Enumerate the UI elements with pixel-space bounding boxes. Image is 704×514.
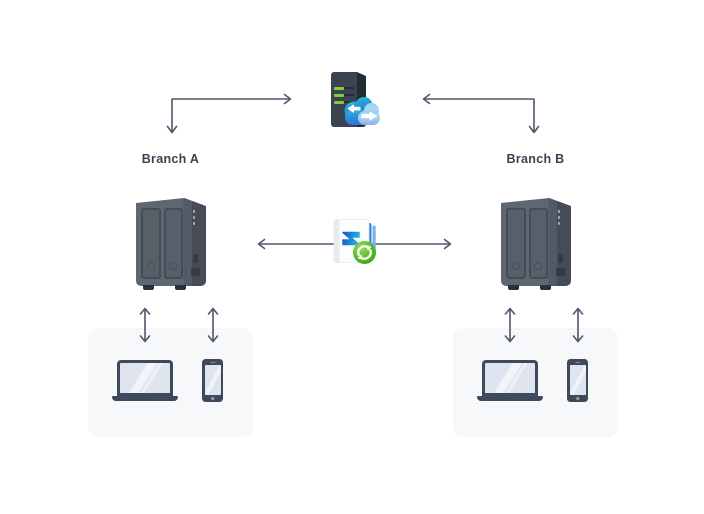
server-led	[334, 93, 344, 97]
phone-screen	[569, 365, 586, 395]
nas-leds	[557, 210, 560, 225]
laptop-base	[477, 396, 543, 401]
laptop-screen	[117, 360, 173, 396]
nas-leds	[192, 210, 195, 225]
nas-body	[501, 198, 571, 286]
server-slot	[334, 94, 354, 96]
drive-bay	[506, 208, 526, 279]
laptop-icon	[477, 360, 543, 401]
server-led	[334, 100, 344, 104]
nas-body	[136, 198, 206, 286]
branch-a-label: Branch A	[141, 152, 200, 166]
nas-foot	[143, 285, 154, 290]
sync-arrows	[357, 245, 372, 260]
usb-port-icon	[193, 254, 198, 263]
laptop-icon	[112, 360, 178, 401]
usb-port-icon	[558, 254, 563, 263]
smartphone-icon	[202, 359, 223, 402]
phone-screen	[204, 365, 221, 395]
branch-a-group: Branch A	[88, 140, 253, 450]
nas-foot	[540, 285, 551, 290]
server-slot	[334, 101, 354, 103]
branch-b-group: Branch B	[453, 140, 618, 450]
drive-bay	[528, 208, 548, 279]
usb-port-icon	[556, 268, 565, 276]
nas-foot	[175, 285, 186, 290]
laptop-base	[112, 396, 178, 401]
server-led	[334, 86, 344, 90]
arrow-branch-b-to-cloud	[422, 93, 540, 134]
nas-2bay-icon	[136, 198, 206, 290]
cloud-sync-icon	[344, 97, 380, 125]
server-slot	[334, 87, 354, 89]
arrow-branch-a-to-cloud	[166, 93, 292, 134]
smartphone-icon	[567, 359, 588, 402]
cloud-server-icon	[331, 72, 383, 130]
nas-drive-bays	[506, 208, 548, 279]
branch-b-label: Branch B	[506, 152, 565, 166]
drive-bay	[141, 208, 161, 279]
drive-bay	[163, 208, 183, 279]
laptop-screen	[482, 360, 538, 396]
drive-sharesync-icon	[333, 219, 376, 264]
nas-drive-bays	[141, 208, 183, 279]
nas-foot	[508, 285, 519, 290]
nas-2bay-icon	[501, 198, 571, 290]
usb-port-icon	[191, 268, 200, 276]
